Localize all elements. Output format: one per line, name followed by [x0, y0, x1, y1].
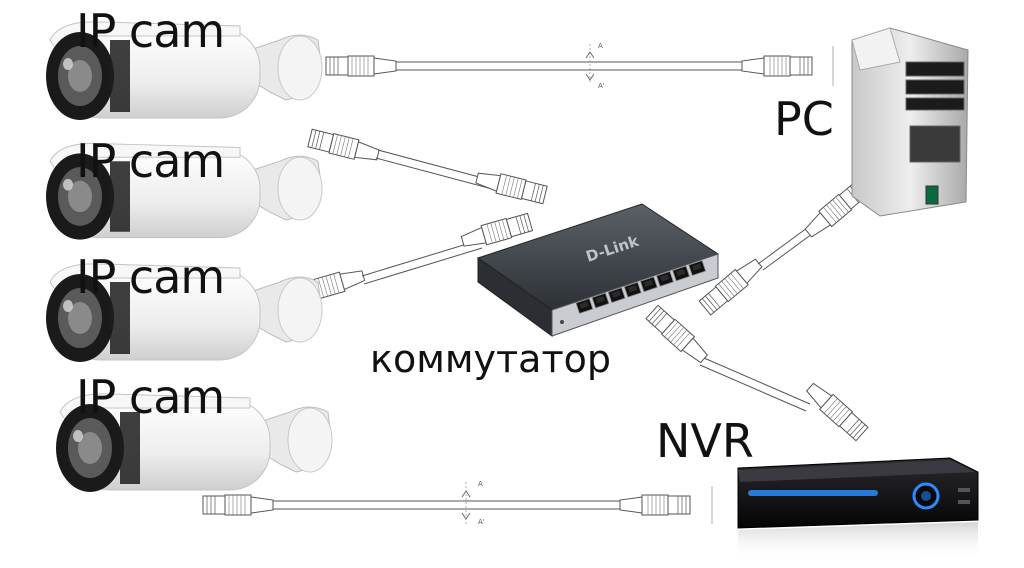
pc-label: PC	[774, 92, 834, 146]
switch-label: коммутатор	[370, 337, 611, 381]
nvr-recorder	[737, 457, 979, 560]
cable-mark-a: A	[598, 42, 603, 50]
cable-camera2-switch	[307, 127, 548, 206]
cable-switch-pc	[698, 179, 869, 317]
nvr-label: NVR	[656, 414, 754, 468]
pc-tower	[851, 27, 969, 217]
cable-mark-a-prime: A'	[598, 82, 605, 90]
cable-camera-nvr	[202, 482, 713, 526]
cable-camera3-switch	[292, 211, 534, 306]
camera-1-label: IP cam	[76, 4, 225, 58]
camera-3-label: IP cam	[76, 250, 225, 304]
cable-mark-a-prime-bottom: A'	[478, 518, 485, 526]
cable-mark-a-bottom: A	[478, 480, 483, 488]
network-switch: D-Link	[476, 203, 720, 337]
cable-camera-pc	[325, 44, 834, 86]
cable-switch-nvr	[644, 304, 870, 442]
camera-4-label: IP cam	[76, 370, 225, 424]
camera-2-label: IP cam	[76, 134, 225, 188]
